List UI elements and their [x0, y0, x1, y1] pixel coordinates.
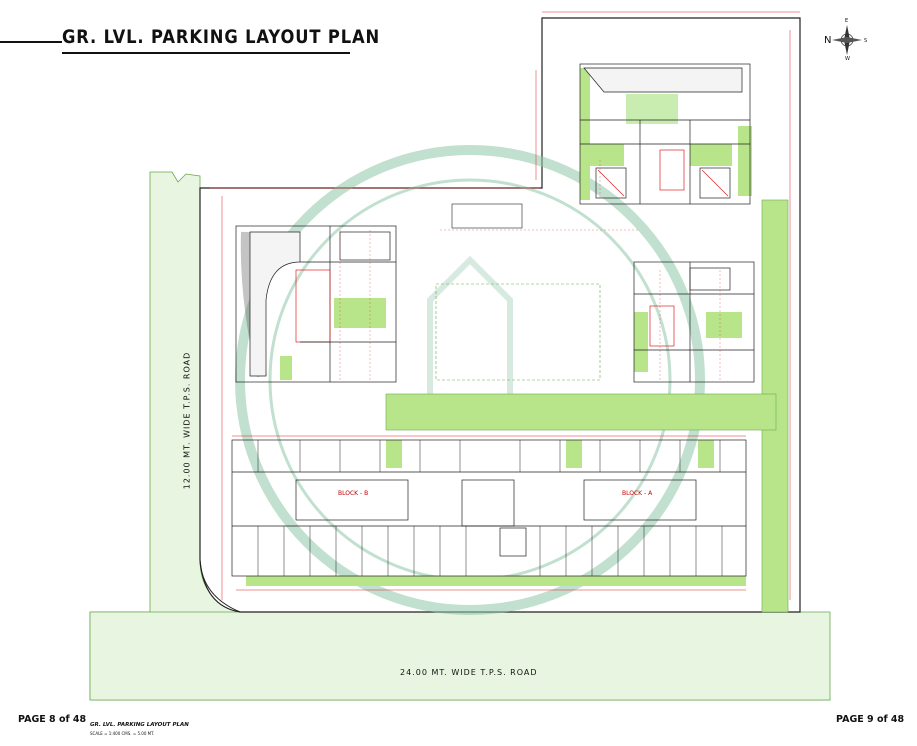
green-patch-3	[738, 126, 752, 196]
west-block	[235, 225, 397, 383]
green-patch-12	[246, 576, 746, 586]
compass-rose	[832, 25, 862, 55]
block-b-label: BLOCK - B	[338, 490, 369, 497]
page-right-label: PAGE 9 of 48	[836, 714, 905, 725]
compass-e: E	[845, 18, 850, 24]
green-patch-9	[386, 440, 402, 468]
compass-w: W	[845, 56, 851, 62]
page-title: GR. LVL. PARKING LAYOUT PLAN	[62, 26, 381, 48]
road-west-label: 12.00 MT. WIDE T.P.S. ROAD	[182, 351, 192, 490]
shop-divisions	[257, 440, 723, 576]
green-patch-7	[706, 312, 742, 338]
east-block	[633, 261, 755, 383]
compass-n: N	[824, 35, 833, 46]
page-left-label: PAGE 8 of 48	[18, 714, 87, 725]
green-north-strip	[580, 68, 590, 200]
parking-grid	[339, 160, 721, 380]
commercial-strip	[231, 439, 747, 577]
dimension-lines	[210, 11, 800, 600]
corner-curve	[199, 559, 241, 613]
footer-scale: SCALE = 1:400 CMS. = 5.00 MT.	[90, 731, 155, 736]
title-underline	[62, 52, 350, 54]
green-patch-8	[634, 312, 648, 372]
green-patch-2	[690, 144, 732, 166]
footer-title: GR. LVL. PARKING LAYOUT PLAN	[90, 722, 189, 728]
green-patch-6	[280, 356, 292, 380]
green-patch-1	[586, 144, 624, 166]
road-south-strip	[89, 611, 831, 701]
green-patch-5	[334, 298, 386, 328]
green-patch-11	[566, 440, 582, 468]
open-plot	[435, 283, 601, 381]
compass-s: S	[864, 38, 869, 44]
north-block	[579, 63, 751, 205]
block-a-label: BLOCK - A	[622, 490, 653, 497]
open-space-label-box	[451, 203, 523, 229]
title-rule-left	[0, 41, 62, 43]
green-patch-4	[626, 94, 678, 124]
green-patch-10	[698, 440, 714, 468]
road-south-label: 24.00 MT. WIDE T.P.S. ROAD	[400, 668, 538, 677]
green-band	[385, 393, 777, 431]
